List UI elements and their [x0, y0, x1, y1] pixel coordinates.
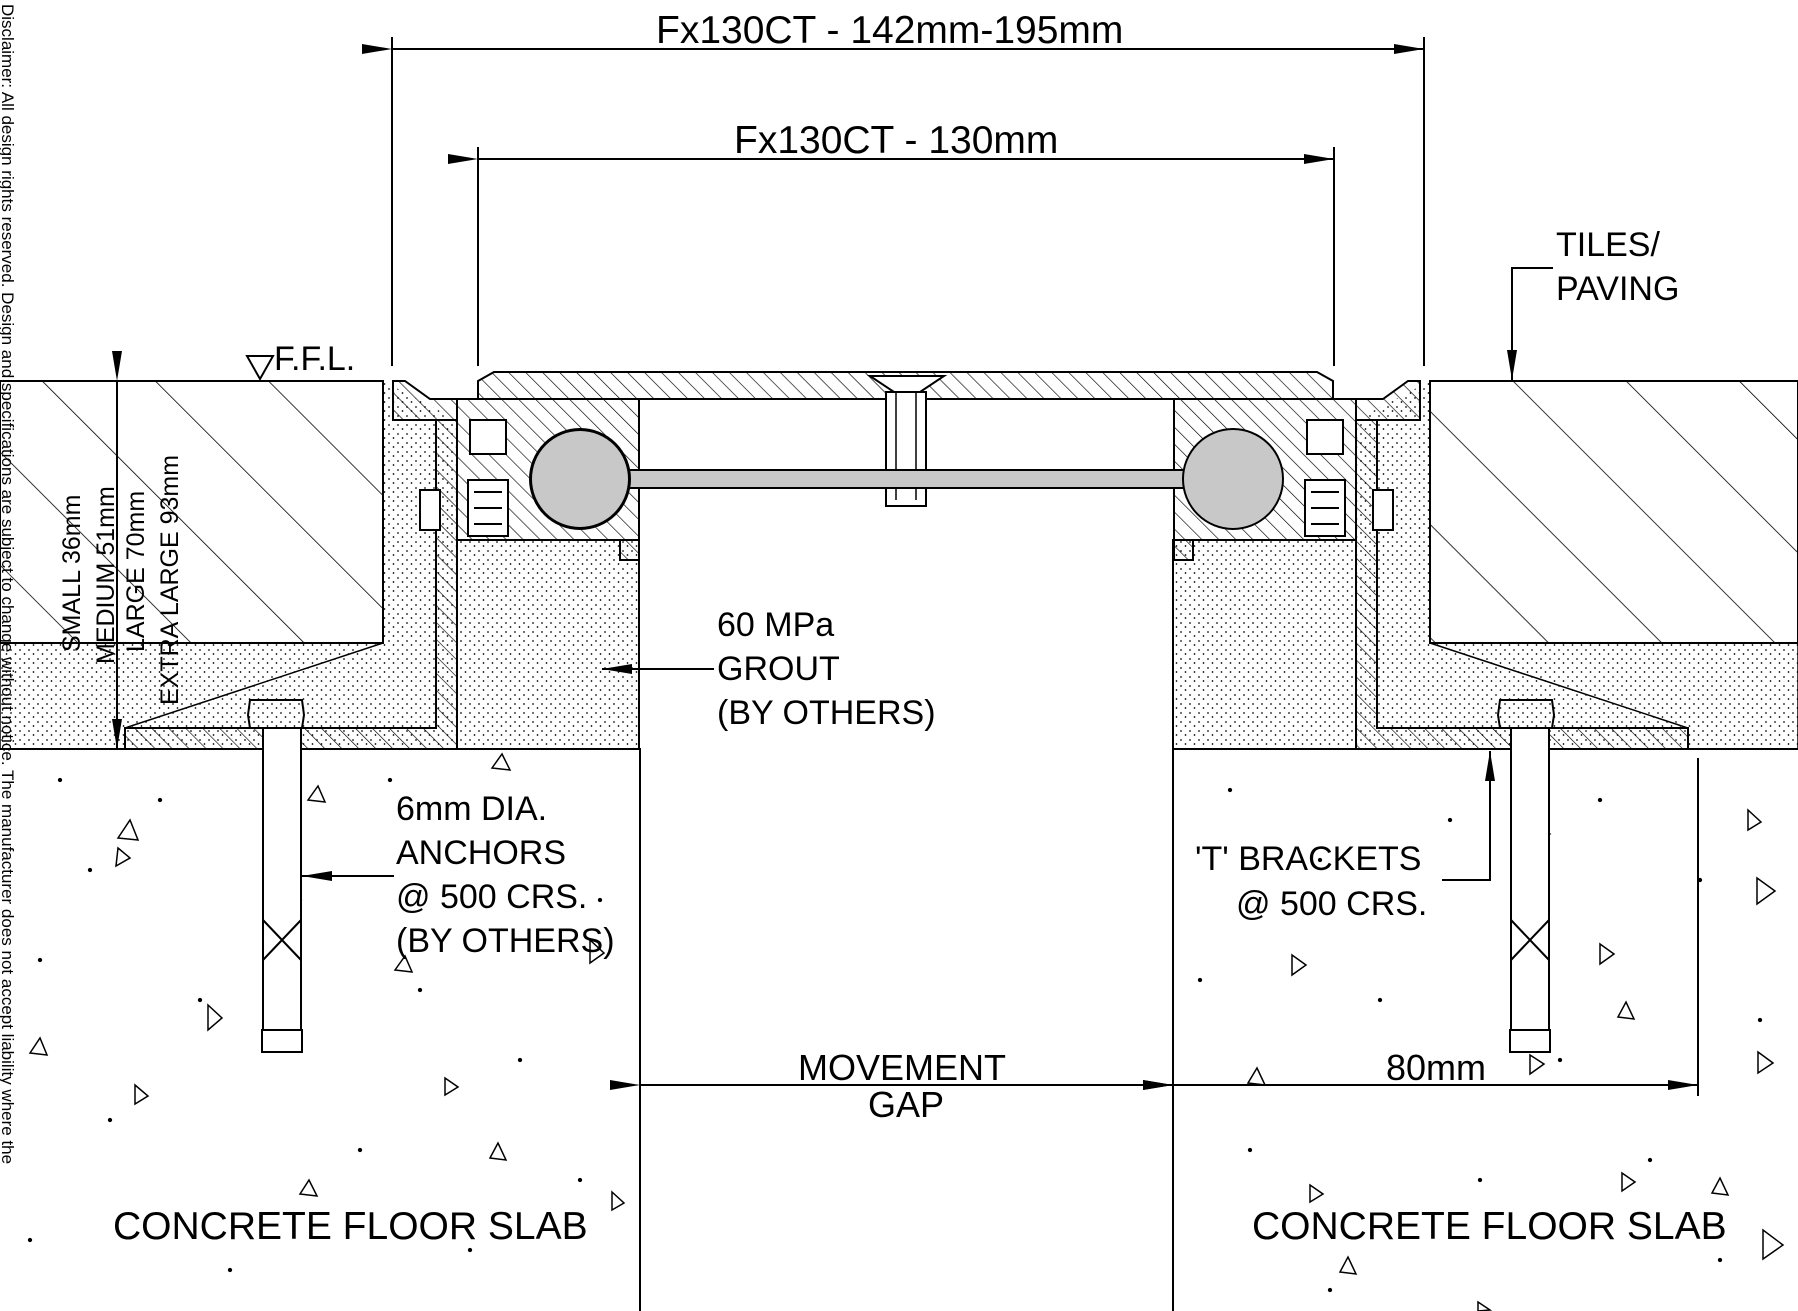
- dimension-edge-distance: 80mm: [1143, 758, 1699, 1096]
- anchor-bolt-left: [246, 699, 306, 1053]
- depth-large: LARGE 70mm: [122, 491, 150, 652]
- anchors-label-3: @ 500 CRS.: [396, 878, 587, 916]
- frame-right: [1172, 380, 1689, 750]
- depth-small: SMALL 36mm: [58, 495, 86, 652]
- grout-label-2: GROUT: [717, 650, 840, 688]
- dimension-movement-gap: MOVEMENT GAP: [610, 1047, 1173, 1125]
- grout-label-1: 60 MPa: [717, 606, 834, 644]
- movement-gap-label-2: GAP: [868, 1084, 944, 1125]
- tile-paving-left: [0, 380, 384, 750]
- brackets-annotation: 'T' BRACKETS @ 500 CRS.: [1195, 751, 1495, 923]
- slab-label-right: CONCRETE FLOOR SLAB: [1252, 1205, 1727, 1248]
- depth-extra-large: EXTRA LARGE 93mm: [156, 455, 184, 705]
- grout-label-3: (BY OTHERS): [717, 694, 936, 732]
- slab-aggregate-left: [27, 752, 626, 1273]
- dim-overall-label: Fx130CT - 142mm-195mm: [656, 9, 1123, 52]
- level-triangle-icon: [245, 355, 275, 382]
- anchors-label-4: (BY OTHERS): [396, 922, 615, 960]
- tiles-label-1: TILES/: [1556, 226, 1660, 264]
- dimension-cover: Fx130CT - 130mm: [448, 119, 1335, 366]
- dim-cover-label: Fx130CT - 130mm: [734, 119, 1058, 162]
- depth-medium: MEDIUM 51mm: [92, 486, 120, 664]
- brackets-label-1: 'T' BRACKETS: [1195, 840, 1421, 878]
- dimension-overall: Fx130CT - 142mm-195mm: [362, 9, 1425, 366]
- grout-left: [456, 539, 640, 750]
- disclaimer-text: Disclaimer: All design rights reserved. …: [0, 4, 17, 1164]
- anchors-annotation: 6mm DIA. ANCHORS @ 500 CRS. (BY OTHERS): [302, 790, 615, 960]
- edge-distance-label: 80mm: [1386, 1047, 1486, 1088]
- anchors-label-1: 6mm DIA.: [396, 790, 547, 828]
- dimension-depth: SMALL 36mm MEDIUM 51mm LARGE 70mm EXTRA …: [58, 351, 184, 749]
- movement-gap-label-1: MOVEMENT: [798, 1047, 1006, 1088]
- concrete-slab-left: CONCRETE FLOOR SLAB: [0, 748, 641, 1311]
- anchors-label-2: ANCHORS: [396, 834, 566, 872]
- tiles-label-2: PAVING: [1556, 270, 1679, 308]
- grout-annotation: 60 MPa GROUT (BY OTHERS): [602, 606, 936, 732]
- ffl-marker: F.F.L.: [0, 340, 1798, 382]
- anchor-bolt-right: [1496, 699, 1556, 1053]
- centre-rod: [529, 428, 1284, 530]
- ffl-label: F.F.L.: [274, 340, 355, 378]
- brackets-label-2: @ 500 CRS.: [1236, 885, 1427, 923]
- tiles-annotation: TILES/ PAVING: [1507, 226, 1679, 380]
- slab-label-left: CONCRETE FLOOR SLAB: [113, 1205, 588, 1248]
- frame-left: [124, 380, 640, 750]
- grout-right: [1172, 539, 1357, 750]
- concrete-slab-right: CONCRETE FLOOR SLAB: [1172, 748, 1798, 1311]
